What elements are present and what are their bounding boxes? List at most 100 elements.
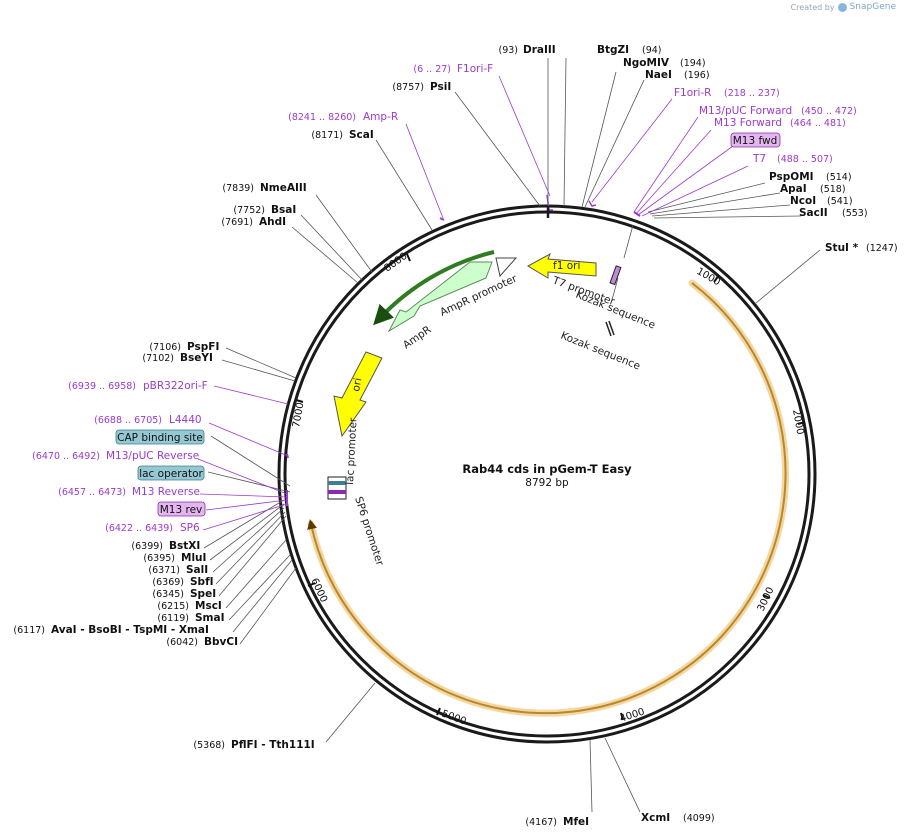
site-pos-scai: (8171)	[311, 130, 343, 141]
tick-label-2000: 2000	[790, 409, 805, 436]
box-lac-operator: lac operator	[137, 465, 205, 481]
site-name-avai: AvaI - BsoBI - TspMI - XmaI	[51, 624, 209, 636]
site-name-draiii: DraIII	[523, 44, 556, 56]
site-name-pspomi: PspOMI	[769, 171, 814, 183]
box-label-cap-binding-site: CAP binding site	[117, 432, 203, 444]
primer-pos-m13-reverse: (6457 .. 6473)	[58, 487, 126, 498]
site-pos-pspomi: (514)	[826, 172, 852, 183]
primer-pos-pbr322ori-f: (6939 .. 6958)	[68, 381, 136, 392]
site-name-naei: NaeI	[645, 69, 672, 81]
feature-f1-ori-arrow	[526, 252, 597, 279]
tick-label-7000: 7000	[291, 402, 306, 429]
primer-name-l4440: L4440	[169, 414, 202, 426]
site-pos-bsai: (7752)	[233, 205, 265, 216]
site-pos-mlui: (6395)	[143, 553, 175, 564]
primer-name-f1ori-r: F1ori-R	[674, 87, 711, 99]
site-pos-xcmi: (4099)	[683, 813, 715, 824]
site-pos-msci: (6215)	[157, 601, 189, 612]
site-pos-psii: (8757)	[392, 82, 424, 93]
primer-pos-m13-puc-forward: (450 .. 472)	[801, 106, 857, 117]
site-name-sacii: SacII	[799, 207, 828, 219]
site-pos-apai: (518)	[820, 184, 846, 195]
site-name-nmeaiii: NmeAIII	[260, 182, 307, 194]
site-pos-mfei: (4167)	[525, 817, 557, 828]
t7-mcs-marker	[609, 265, 622, 286]
site-name-btgzi: BtgZI	[597, 44, 629, 56]
site-name-msci: MscI	[195, 600, 222, 612]
site-name-ahdi: AhdI	[259, 216, 286, 228]
feature-label-kozak-2: Kozak sequence	[559, 330, 642, 373]
credit-prefix: Created by	[790, 2, 835, 12]
feature-ampr-promoter-arrow	[495, 257, 518, 278]
site-name-apai: ApaI	[780, 183, 807, 195]
site-name-sbfi: SbfI	[190, 576, 214, 588]
site-pos-sbfi: (6369)	[152, 577, 184, 588]
primer-pos-f1ori-f: (6 .. 27)	[413, 64, 451, 75]
primer-name-m13-puc-reverse: M13/pUC Reverse	[106, 450, 199, 462]
site-name-pflfi: PflFI - Tth111I	[231, 739, 315, 751]
snapgene-logo-icon	[837, 2, 847, 12]
site-name-mfei: MfeI	[563, 816, 589, 828]
site-pos-stui: (1247)	[866, 243, 898, 254]
site-name-mlui: MluI	[181, 552, 206, 564]
box-m13-rev: M13 rev	[157, 501, 206, 517]
site-pos-spei: (6345)	[152, 589, 184, 600]
site-name-smai: SmaI	[195, 612, 225, 624]
feature-label-f1-ori: f1 ori	[553, 260, 580, 272]
site-pos-btgzi: (94)	[642, 45, 662, 56]
site-name-ngomiv: NgoMIV	[623, 57, 670, 69]
primer-tick-m13-fwd	[633, 211, 641, 217]
primer-name-m13-forward: M13 Forward	[714, 117, 782, 129]
primer-name-m13-reverse: M13 Reverse	[132, 486, 200, 498]
ampr-dark-arc	[373, 250, 495, 326]
primer-pos-l4440: (6688 .. 6705)	[94, 415, 162, 426]
primer-callout-lines	[197, 75, 749, 531]
primer-name-amp-r: Amp-R	[363, 111, 398, 123]
site-name-stui: StuI *	[825, 242, 859, 254]
site-name-bsai: BsaI	[271, 204, 296, 216]
site-pos-bbvci: (6042)	[166, 637, 198, 648]
site-pos-naei: (196)	[684, 70, 710, 81]
primer-tick-f1ori-r	[588, 200, 597, 207]
box-label-m13-rev: M13 rev	[160, 504, 203, 516]
primer-name-t7: T7	[752, 153, 766, 165]
site-pos-draiii: (93)	[498, 45, 518, 56]
site-name-psii: PsiI	[430, 81, 451, 93]
site-name-scai: ScaI	[349, 129, 374, 141]
box-m13-fwd: M13 fwd	[730, 132, 781, 148]
plasmid-length: 8792 bp	[525, 477, 569, 489]
primer-pos-m13-forward: (464 .. 481)	[790, 118, 846, 129]
site-name-bbvci: BbvCI	[204, 636, 238, 648]
primer-pos-m13-puc-reverse: (6470 .. 6492)	[32, 451, 100, 462]
site-pos-ngomiv: (194)	[680, 58, 706, 69]
site-name-bstxi: BstXI	[169, 540, 200, 552]
site-name-ncoi: NcoI	[790, 195, 816, 207]
primer-name-m13-puc-forward: M13/pUC Forward	[699, 105, 792, 117]
site-pos-avai: (6117)	[13, 625, 45, 636]
site-pos-smai: (6119)	[157, 613, 189, 624]
site-name-bseyi: BseYI	[180, 352, 213, 364]
primer-pos-amp-r: (8241 .. 8260)	[288, 112, 356, 123]
feature-label-kozak-1: Kozak sequence	[574, 289, 657, 332]
site-pos-nmeaiii: (7839)	[222, 183, 254, 194]
site-pos-bseyi: (7102)	[142, 353, 174, 364]
box-label-lac-operator: lac operator	[139, 468, 203, 480]
site-pos-pspfi: (7106)	[149, 342, 181, 353]
feature-label-sp6-promoter: SP6 promoter	[352, 495, 386, 568]
site-pos-sacii: (553)	[842, 208, 868, 219]
snapgene-credit: Created by SnapGene	[791, 2, 896, 12]
site-pos-sali: (6371)	[148, 565, 180, 576]
site-name-pspfi: PspFI	[187, 341, 219, 353]
feature-label-ori: ori	[350, 377, 364, 393]
site-pos-ncoi: (541)	[827, 196, 853, 207]
site-pos-pflfi: (5368)	[193, 740, 225, 751]
feature-ampr-arrow	[387, 261, 493, 333]
site-pos-ahdi: (7691)	[221, 217, 253, 228]
credit-brand: SnapGene	[849, 2, 896, 12]
primer-name-sp6: SP6	[180, 522, 200, 534]
callout-lines	[203, 57, 821, 813]
primer-name-pbr322ori-f: pBR322ori-F	[143, 380, 208, 392]
primer-pos-sp6: (6422 .. 6439)	[105, 523, 173, 534]
primer-name-f1ori-f: F1ori-F	[457, 63, 493, 75]
